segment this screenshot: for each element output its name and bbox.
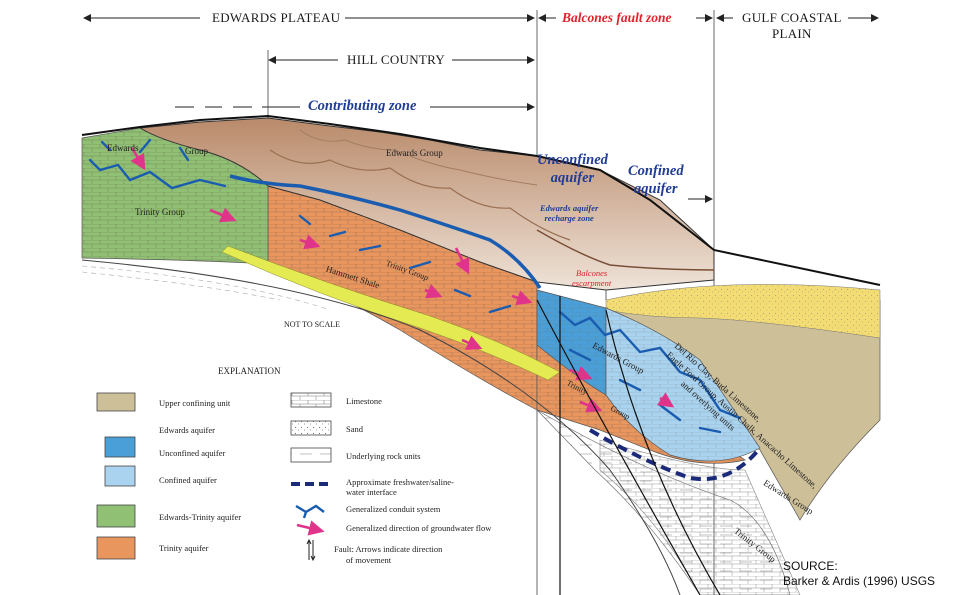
legend-confined-aquifer: Confined aquifer — [159, 475, 217, 485]
confined-aquifer-label: Confined aquifer — [628, 162, 684, 198]
river-channel — [229, 174, 542, 289]
unconfined-line2: aquifer — [550, 170, 595, 186]
header-contributing-zone: Contributing zone — [308, 98, 417, 114]
fault-line1: Fault: Arrows indicate direction — [334, 544, 443, 554]
ground-surface — [81, 114, 881, 286]
label-group: Group — [185, 146, 208, 156]
gulf-line2: PLAIN — [771, 26, 812, 41]
interface-line1: Approximate freshwater/saline- — [346, 477, 454, 487]
fault-lines — [536, 296, 721, 595]
legend-interface: Approximate freshwater/saline- water int… — [346, 477, 454, 497]
legend-conduit-icon — [295, 504, 325, 519]
gulf-line1: GULF COASTAL — [742, 10, 842, 25]
conduit-system — [88, 138, 742, 434]
legend-sand: Sand — [346, 424, 363, 434]
unconfined-line1: Unconfined — [537, 152, 608, 168]
label-edwards-group-top: Edwards Group — [386, 148, 443, 158]
recharge-line2: recharge zone — [544, 213, 594, 223]
legend-flow-arrow-icon — [296, 520, 325, 536]
groundwater-flow-arrows — [130, 147, 675, 413]
legend-upper-confining-unit: Upper confining unit — [159, 398, 231, 408]
label-not-to-scale: NOT TO SCALE — [284, 320, 341, 329]
legend-fault: Fault: Arrows indicate direction of move… — [334, 544, 442, 566]
confined-line2: aquifer — [634, 181, 678, 197]
legend-fault-icon — [306, 538, 316, 562]
escarpment-line2: escarpment — [572, 278, 612, 288]
source-line1: SOURCE: — [783, 559, 838, 573]
legend-unconfined-aquifer: Unconfined aquifer — [159, 448, 226, 458]
recharge-line1: Edwards aquifer — [540, 203, 599, 213]
legend-trinity-aquifer: Trinity aquifer — [159, 543, 209, 553]
header-edwards-plateau: EDWARDS PLATEAU — [212, 10, 341, 25]
recharge-zone-label: Edwards aquifer recharge zone — [540, 203, 598, 223]
header-balcones-fault-zone: Balcones fault zone — [562, 10, 672, 25]
legend-conduit-system: Generalized conduit system — [346, 504, 441, 514]
legend-swatches — [96, 392, 332, 560]
source-line2: Barker & Ardis (1996) USGS — [783, 574, 936, 588]
escarpment-line1: Balcones — [576, 268, 608, 278]
legend-groundwater-flow: Generalized direction of groundwater flo… — [346, 523, 492, 533]
label-edwards: Edwards — [107, 143, 139, 153]
balcones-escarpment-label: Balcones escarpment — [572, 268, 611, 288]
legend-limestone: Limestone — [346, 396, 382, 406]
header-hill-country: HILL COUNTRY — [347, 52, 446, 67]
legend-edwards-trinity-aquifer: Edwards-Trinity aquifer — [159, 512, 242, 522]
fault-line2: of movement — [346, 555, 392, 565]
freshwater-saline-interface — [588, 428, 762, 482]
explanation-title: EXPLANATION — [218, 366, 281, 376]
label-trinity-group-left: Trinity Group — [135, 207, 185, 217]
legend-underlying-rock: Underlying rock units — [346, 451, 421, 461]
interface-line2: water interface — [346, 487, 397, 497]
header-gulf-coastal-plain: GULF COASTAL PLAIN — [742, 10, 842, 42]
source-citation: SOURCE: Barker & Ardis (1996) USGS — [783, 559, 935, 589]
confined-line1: Confined — [628, 163, 684, 179]
unconfined-aquifer-label: Unconfined aquifer — [537, 151, 608, 187]
legend-edwards-aquifer: Edwards aquifer — [159, 425, 215, 435]
deep-limestone — [599, 439, 801, 595]
